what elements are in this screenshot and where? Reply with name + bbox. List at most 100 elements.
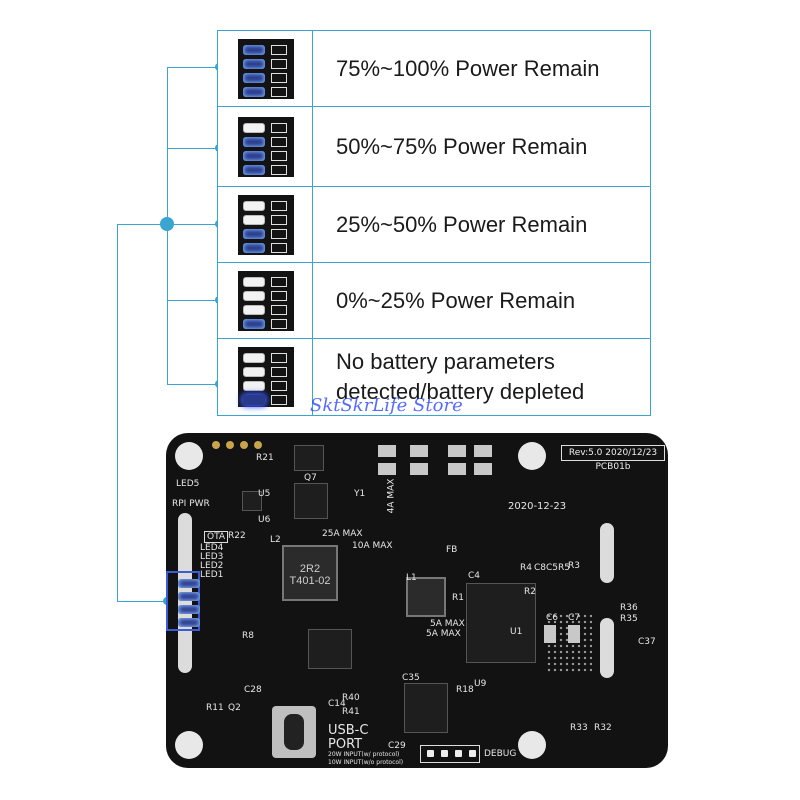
silk-u5: U5 [258,489,271,499]
silk-r40: R40 [342,693,360,703]
connector-row-4 [167,300,219,301]
silk-port: PORT [328,737,363,752]
battery-led-icon [238,347,294,407]
silk-c28: C28 [244,685,262,695]
pcb-led-3 [178,592,200,601]
silk-r11: R11 [206,703,224,713]
silk-l1: L1 [406,573,417,583]
silk-input-without-protocol: 10W INPUT(w/o protocol) [328,759,404,766]
silk-25a-max: 25A MAX [322,529,363,539]
inductor-l1 [406,577,446,617]
silk-c4: C4 [468,571,481,581]
silk-r35: R35 [620,614,638,624]
silk-u6: U6 [258,515,271,525]
silk-y1: Y1 [354,489,366,499]
silk-r1: R1 [452,593,464,603]
mount-hole-top-left [175,442,203,470]
silk-input-with-protocol: 20W INPUT(w/ protocol) [328,751,400,758]
chip-bga [546,613,592,673]
connector-to-board-h1 [117,224,167,225]
silk-c8: C8 [534,563,547,573]
silk-ota: OTA [204,531,229,543]
legend-text-line-2: detected/battery depleted [336,379,585,404]
silk-led3: LED3 [200,552,224,562]
mount-hole-top-right [518,442,546,470]
pcb-led-2 [178,605,200,614]
legend-icon-cell [218,263,313,338]
silk-5a-max-2: 5A MAX [426,629,461,639]
mosfet-pad-3 [378,463,396,475]
battery-led-icon [238,194,294,255]
pcb-led-1 [178,618,200,627]
silk-r32: R32 [594,723,612,733]
legend-row-full: 75%~100% Power Remain [218,31,650,107]
legend-row-no-battery: No battery parameters detected/battery d… [218,339,650,415]
silk-usb-c: USB-C [328,723,369,738]
inductor-l2: 2R2 T401-02 [282,545,338,601]
legend-icon-cell [218,339,313,415]
board-slot-right-2 [600,618,614,678]
debug-header[interactable] [420,745,480,763]
store-watermark: SktSkrLife Store [310,395,463,416]
chip-u6 [242,491,262,511]
legend-icon-cell [218,107,313,186]
connector-row-5 [167,384,219,385]
legend-row-quarter: 0%~25% Power Remain [218,263,650,339]
pcb-led-4 [178,579,200,588]
silk-q2: Q2 [228,703,241,713]
silk-r3: R3 [568,561,580,571]
silk-r22: R22 [228,531,246,541]
silk-c29: C29 [388,741,406,751]
silk-r36: R36 [620,603,638,613]
silk-4a-max: 4A MAX [386,478,397,514]
capacitor-c7 [568,625,580,643]
pad-gold-2 [226,441,234,449]
silk-r33: R33 [570,723,588,733]
silk-r18: R18 [456,685,474,695]
connector-row-3 [167,224,219,225]
battery-led-icon [238,38,294,99]
battery-legend-table: 75%~100% Power Remain 50%~75% Power Rema… [217,30,651,416]
silk-led1: LED1 [200,570,224,580]
legend-text: 0%~25% Power Remain [336,287,576,313]
pcb-led-indicator-box [166,571,200,631]
silk-c6: C6 [546,613,559,623]
usb-c-port[interactable] [272,706,316,758]
silk-q7: Q7 [304,473,317,483]
capacitor-c6 [544,625,556,643]
chip-u1 [466,583,536,663]
pad-gold-3 [240,441,248,449]
silk-led2: LED2 [200,561,224,571]
silk-u9: U9 [474,679,487,689]
mosfet-pad-5 [448,445,466,457]
silk-c37: C37 [638,637,656,647]
legend-text: 25%~50% Power Remain [336,211,588,237]
chip-u5 [294,483,328,519]
board-revision-label: Rev:5.0 2020/12/23 PCB01b [561,445,665,472]
mosfet-pad-1 [378,445,396,457]
pad-gold-1 [212,441,220,449]
legend-icon-cell [218,31,313,106]
board-slot-right-1 [600,523,614,583]
silk-debug: DEBUG [484,749,517,759]
mosfet-pad-7 [448,463,466,475]
legend-text-line-1: No battery parameters [336,349,555,374]
battery-led-icon [238,116,294,177]
legend-icon-cell [218,187,313,262]
mosfet-pad-2 [410,445,428,457]
silk-rpi-pwr: RPI PWR [172,499,210,509]
mosfet-pad-6 [474,445,492,457]
silk-c5: C5 [546,563,559,573]
silk-r4: R4 [520,563,532,573]
inductor-label-2: T401-02 [289,575,331,587]
silk-r8: R8 [242,631,254,641]
mosfet-pad-8 [474,463,492,475]
pcb-board: Rev:5.0 2020/12/23 PCB01b 2020-12-23 2R2… [166,433,668,768]
legend-text: 50%~75% Power Remain [336,133,588,159]
silk-5a-max: 5A MAX [430,619,465,629]
chip-q7 [294,445,324,471]
chip-main-ic [308,629,352,669]
silk-l2: L2 [270,535,281,545]
mosfet-pad-4 [410,463,428,475]
silk-c14: C14 [328,699,346,709]
